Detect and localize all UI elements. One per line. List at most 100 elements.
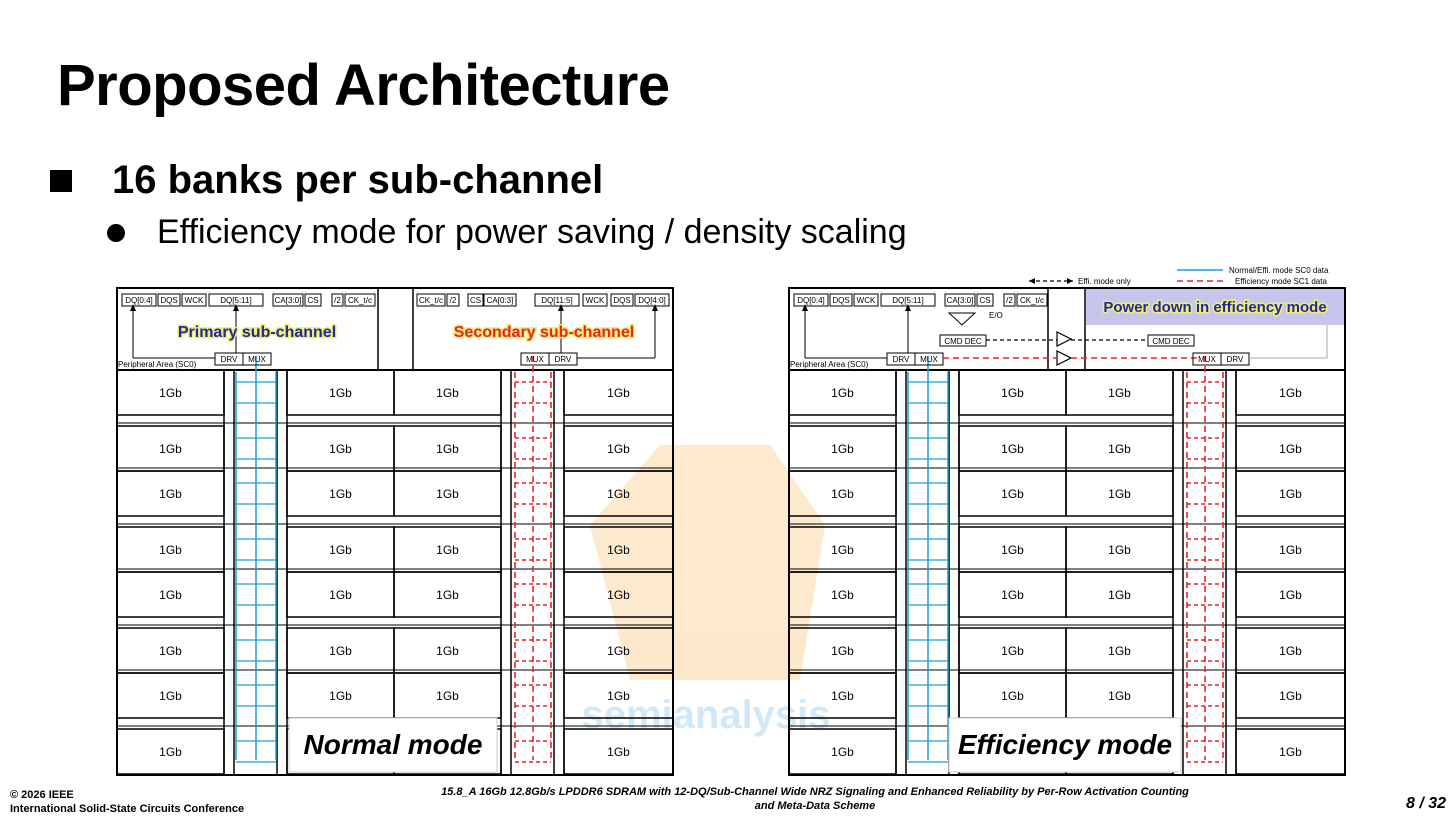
bank-label: 1Gb <box>607 644 630 658</box>
pin-box-r0 <box>416 293 446 307</box>
bank-label: 1Gb <box>436 386 459 400</box>
pin-box-r1 <box>446 293 460 307</box>
legend-effi-label: Effi. mode only <box>1078 277 1131 286</box>
pin-label: CK_t/c <box>1020 296 1044 305</box>
square-bullet-icon <box>50 169 72 192</box>
bank-label: 1Gb <box>1279 644 1302 658</box>
pin-label: WCK <box>586 296 605 305</box>
pin-box-7 <box>344 293 376 307</box>
bank-label: 1Gb <box>159 386 182 400</box>
pin-box-5 <box>976 293 994 307</box>
bank-label: 1Gb <box>831 644 854 658</box>
pin-label: DQS <box>613 296 630 305</box>
bank-label: 1Gb <box>831 588 854 602</box>
footer-paper-line1: 15.8_A 16Gb 12.8Gb/s LPDDR6 SDRAM with 1… <box>441 786 1189 798</box>
bank-label: 1Gb <box>1108 386 1131 400</box>
pin-label: CA[3:0] <box>947 296 974 305</box>
slide-title: Proposed Architecture <box>57 53 670 118</box>
bank-label: 1Gb <box>159 745 182 759</box>
pin-box-4 <box>944 293 976 307</box>
bank-label: 1Gb <box>1001 442 1024 456</box>
drv-label: DRV <box>221 355 238 364</box>
pin-label: /2 <box>450 296 457 305</box>
pin-label: CS <box>979 296 990 305</box>
pin-box-r7 <box>634 293 670 307</box>
cmd-dec-label: CMD DEC <box>944 337 982 346</box>
pin-box-r5 <box>582 293 608 307</box>
pin-box-2 <box>181 293 207 307</box>
pin-label: CK_t/c <box>348 296 372 305</box>
pin-box-1 <box>157 293 181 307</box>
pin-label: WCK <box>857 296 876 305</box>
bank-label: 1Gb <box>159 644 182 658</box>
bank-label: 1Gb <box>1108 442 1131 456</box>
bank-label: 1Gb <box>329 386 352 400</box>
arrow-up-icon <box>905 304 911 311</box>
pin-label: /2 <box>334 296 341 305</box>
eo-mux-icon <box>947 312 977 326</box>
mux-label: MUX <box>1198 355 1216 364</box>
pin-label: DQ[0:4] <box>797 296 825 305</box>
bank-label: 1Gb <box>1108 689 1131 703</box>
bank-label: 1Gb <box>436 689 459 703</box>
bank-label: 1Gb <box>436 487 459 501</box>
bank-label: 1Gb <box>831 487 854 501</box>
cmd-dec-label: CMD DEC <box>1152 337 1190 346</box>
pin-box-0 <box>121 293 157 307</box>
bullet-level1: 16 banks per sub-channel <box>50 158 603 203</box>
bank-label: 1Gb <box>607 386 630 400</box>
bank-label: 1Gb <box>436 543 459 557</box>
footer-conference: International Solid-State Circuits Confe… <box>10 803 245 815</box>
legend-sc0-label: Normal/Effi. mode SC0 data <box>1229 266 1329 275</box>
legend-sc1-label: Efficiency mode SC1 data <box>1235 277 1327 286</box>
mux-box <box>914 352 944 366</box>
bank-label: 1Gb <box>329 644 352 658</box>
pin-label: DQ[5:11] <box>892 296 923 305</box>
pin-box-7 <box>1016 293 1048 307</box>
power-down-label: Power down in efficiency mode <box>1103 299 1326 316</box>
arrow-up-icon <box>130 304 136 311</box>
buffer-icon <box>1056 350 1073 366</box>
bank-label: 1Gb <box>1108 644 1131 658</box>
periph-area-label: Peripheral Area (SC0) <box>118 360 197 369</box>
bank-label: 1Gb <box>1279 689 1302 703</box>
mux-box <box>242 352 272 366</box>
panel-efficiency-frame <box>788 287 1346 776</box>
bank-label: 1Gb <box>831 745 854 759</box>
drv-box-r <box>1220 352 1250 366</box>
bank-label: 1Gb <box>607 543 630 557</box>
drv-label: DRV <box>555 355 572 364</box>
bank-label: 1Gb <box>329 543 352 557</box>
pin-box-6 <box>1003 293 1016 307</box>
pin-label: DQ[0:4] <box>125 296 153 305</box>
footer-left: © 2026 IEEE International Solid-State Ci… <box>10 788 244 816</box>
arrow-right-icon <box>1067 278 1073 284</box>
page-number: 8 / 32 <box>1405 795 1446 812</box>
bank-label: 1Gb <box>607 487 630 501</box>
eo-label: E/O <box>989 311 1003 320</box>
mode-label-box <box>948 717 1182 773</box>
pin-box-2 <box>853 293 879 307</box>
bank-label: 1Gb <box>831 386 854 400</box>
pin-label: WCK <box>185 296 204 305</box>
pin-label: DQS <box>160 296 177 305</box>
pin-label: DQS <box>832 296 849 305</box>
pin-box-r4 <box>534 293 580 307</box>
footer-paper-line2: and Meta-Data Scheme <box>754 800 876 812</box>
bank-label: 1Gb <box>1279 386 1302 400</box>
bank-label: 1Gb <box>1001 487 1024 501</box>
pin-box-5 <box>304 293 322 307</box>
power-down-region <box>1086 289 1344 325</box>
pin-label: DQ[11:5] <box>541 296 572 305</box>
bank-label: 1Gb <box>1001 386 1024 400</box>
bank-label: 1Gb <box>1279 487 1302 501</box>
bullet-level2: Efficiency mode for power saving / densi… <box>107 213 907 252</box>
bank-label: 1Gb <box>831 689 854 703</box>
bank-label: 1Gb <box>436 644 459 658</box>
bank-label: 1Gb <box>159 442 182 456</box>
bank-label: 1Gb <box>436 588 459 602</box>
bullet1-text: 16 banks per sub-channel <box>112 158 604 202</box>
pin-box-r2 <box>467 293 484 307</box>
secondary-subchannel-label: Secondary sub-channel <box>454 324 635 341</box>
